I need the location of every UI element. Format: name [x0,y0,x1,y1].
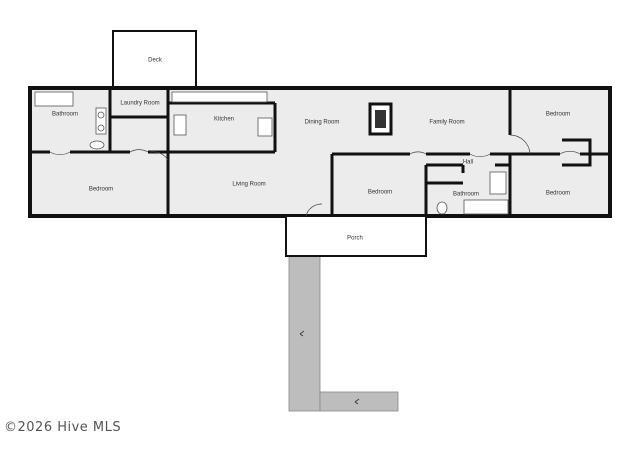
copyright-watermark: ©2026 Hive MLS [4,420,122,435]
fixtures [34,91,509,215]
interior-walls [30,88,610,216]
label-living-room: Living Room [232,182,265,188]
label-hall: Hall [463,160,473,166]
label-bathroom-center: Bathroom [453,192,479,198]
room-labels: Deck Laundry Room Bathroom Kitchen Dinin… [52,58,570,242]
label-bedroom-center: Bedroom [368,190,392,196]
label-bedroom-bottom-right: Bedroom [546,191,570,197]
label-porch: Porch [347,236,363,242]
label-dining-room: Dining Room [305,120,340,126]
deck [112,30,197,90]
label-bathroom-left: Bathroom [52,112,78,118]
label-kitchen: Kitchen [214,117,234,123]
fireplace [368,102,393,136]
label-deck: Deck [148,58,163,64]
porch [285,215,427,257]
label-bedroom-left: Bedroom [89,187,113,193]
walkway [288,255,399,412]
door-swings [49,134,581,217]
label-bedroom-top-right: Bedroom [546,112,570,118]
label-laundry-room: Laundry Room [120,101,159,107]
label-family-room: Family Room [429,120,464,126]
